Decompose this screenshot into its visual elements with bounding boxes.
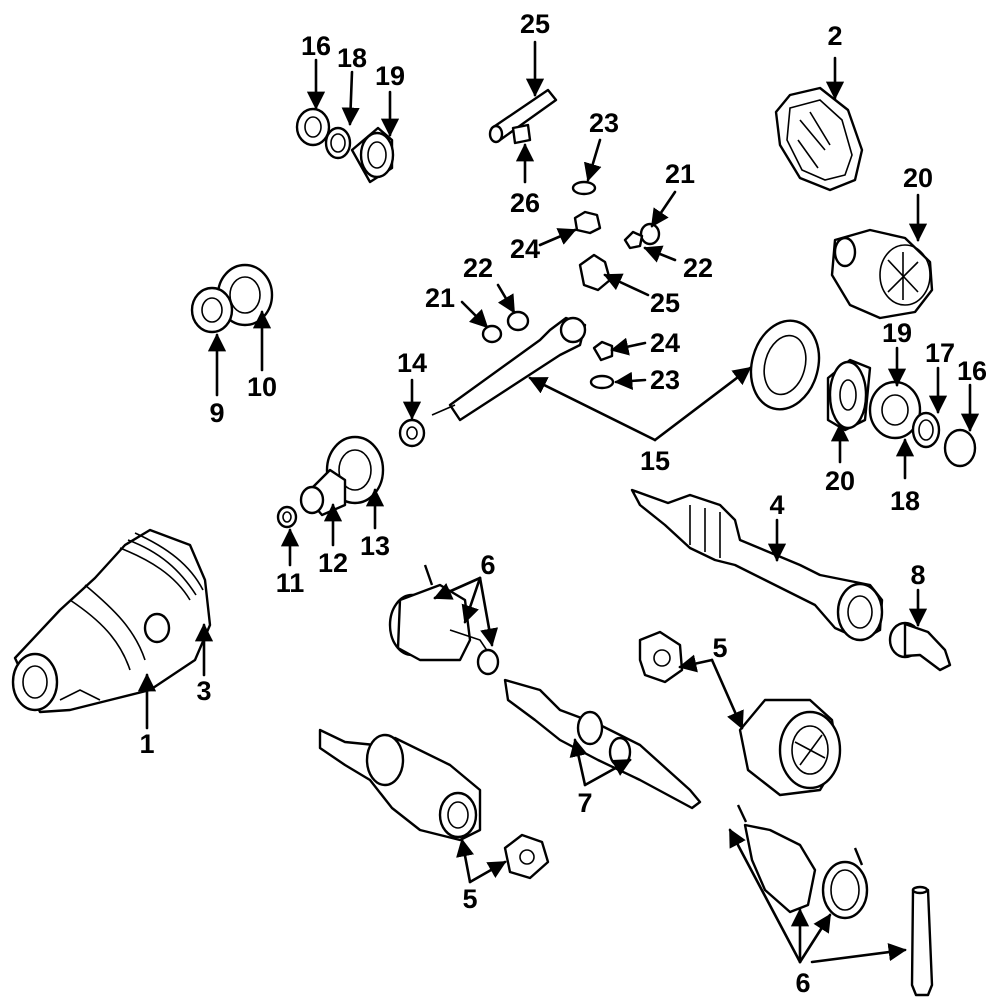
cv-joint-housing-left [318,728,482,842]
callout-6-upper: 6 [480,550,495,580]
callout-13: 13 [360,531,390,561]
side-gears-and-washers [481,180,661,390]
callout-6-bottom: 6 [795,968,810,998]
bearing-stack-upper [295,107,395,184]
intermediate-shaft [503,678,702,810]
tripod-joint-left [503,833,550,880]
pinion-washer [398,418,426,448]
ring-gear [774,86,864,192]
callout-23-mid: 23 [650,365,680,395]
callout-22-left: 22 [463,253,493,283]
callout-17: 17 [925,338,955,368]
differential-carrier-housing [11,528,212,714]
pinion-bearing-flange [276,435,385,529]
callout-25-mid: 25 [650,288,680,318]
callout-22-right: 22 [683,253,713,283]
callout-5-bottom: 5 [462,884,477,914]
callout-9: 9 [209,398,224,428]
side-bearing [190,263,274,334]
callout-15: 15 [640,446,670,476]
cv-boot-lower [736,804,869,920]
tripod-joint-right [638,630,684,684]
callout-7: 7 [577,788,592,818]
callout-19-right: 19 [882,318,912,348]
callout-16-top: 16 [301,31,331,61]
cv-joint-housing-right [738,698,842,797]
pinion-cross-shaft [488,88,558,145]
ring-gear-and-pinion-set [431,316,821,422]
callout-1: 1 [139,729,154,759]
callout-labels: 1 3 2 20 25 26 23 21 24 22 25 22 21 24 2… [139,9,987,998]
callout-11: 11 [276,568,305,598]
callout-25-top: 25 [520,9,550,39]
callout-26: 26 [510,188,540,218]
callout-23-top: 23 [589,108,619,138]
callout-14: 14 [397,348,427,378]
callout-8: 8 [910,560,925,590]
differential-case-upper [830,228,934,320]
callout-2: 2 [827,21,842,51]
callout-19-top: 19 [375,61,405,91]
callout-3: 3 [196,676,211,706]
callout-4: 4 [769,490,784,520]
callout-18-top: 18 [337,43,367,73]
callout-24-top: 24 [510,234,540,264]
bearing-stack-right [826,358,977,468]
callout-21-left: 21 [425,283,455,313]
stub-shaft [888,621,952,672]
axle-shaft-assembly [630,488,884,642]
grease-tube [910,885,934,997]
callout-18-right: 18 [890,486,920,516]
callout-16-right: 16 [957,356,987,386]
callout-21-top: 21 [665,159,695,189]
leader-lines [137,40,980,964]
callout-20-right: 20 [825,466,855,496]
callout-20-upper: 20 [903,163,933,193]
callout-24-mid: 24 [650,328,680,358]
callout-5-right: 5 [712,633,727,663]
callout-10: 10 [247,372,277,402]
callout-12: 12 [318,548,348,578]
cv-boot-upper [388,564,500,676]
